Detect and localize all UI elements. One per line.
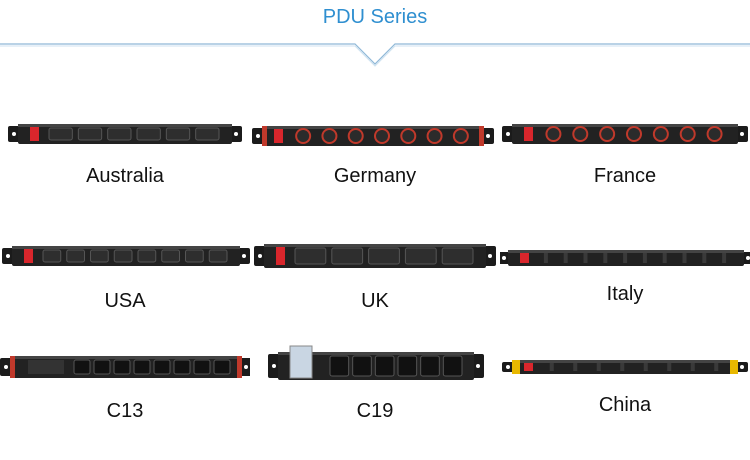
- outlet: [136, 127, 161, 141]
- outlet: [543, 253, 548, 263]
- outlet: [173, 359, 191, 375]
- outlet: [623, 253, 628, 263]
- pdu-label: Italy: [606, 283, 644, 305]
- outlet: [643, 363, 648, 371]
- outlet: [294, 247, 327, 265]
- power-switch: [276, 247, 285, 265]
- pdu-france-image: [502, 124, 748, 144]
- outlet: [374, 355, 395, 377]
- power-switch: [524, 127, 533, 141]
- pdu-card-france[interactable]: France: [500, 110, 750, 230]
- outlet: [563, 253, 568, 263]
- pdu-label: USA: [104, 290, 146, 312]
- outlet: [352, 355, 372, 377]
- page-title: PDU Series: [322, 6, 428, 28]
- pdu-c19-image: [268, 345, 484, 380]
- surge-indicator-panel: [28, 360, 64, 374]
- outlet: [77, 127, 103, 141]
- outlet: [690, 363, 695, 371]
- power-switch: [30, 127, 39, 141]
- pdu-c13-image: [0, 356, 250, 378]
- pdu-label: Germany: [333, 165, 417, 187]
- outlet: [133, 359, 151, 375]
- pdu-label: C13: [106, 400, 144, 422]
- outlet: [441, 247, 474, 265]
- outlet: [66, 249, 85, 263]
- header-divider: [0, 43, 750, 67]
- outlet: [573, 363, 578, 371]
- outlet: [195, 127, 220, 141]
- pdu-card-c13[interactable]: C13: [0, 340, 250, 460]
- outlet: [73, 359, 91, 375]
- outlet: [153, 359, 171, 375]
- outlet: [583, 253, 588, 263]
- pdu-australia-image: [8, 124, 242, 144]
- outlet: [90, 249, 109, 263]
- outlet: [42, 249, 62, 263]
- outlet: [113, 249, 133, 263]
- outlet: [603, 253, 608, 263]
- outlet: [137, 249, 157, 263]
- outlet: [113, 359, 131, 375]
- outlet: [549, 363, 554, 371]
- outlet: [662, 253, 667, 263]
- outlet: [208, 249, 228, 263]
- pdu-card-australia[interactable]: Australia: [0, 110, 250, 230]
- outlet: [596, 363, 601, 371]
- pdu-label: UK: [361, 290, 389, 312]
- pdu-card-china[interactable]: China: [500, 340, 750, 460]
- outlet: [722, 253, 727, 263]
- pdu-germany-image: [252, 126, 494, 146]
- power-switch: [24, 249, 33, 263]
- outlet: [165, 127, 191, 141]
- outlet: [620, 363, 625, 371]
- outlet: [702, 253, 707, 263]
- pdu-label: France: [593, 165, 657, 187]
- power-switch: [524, 363, 533, 371]
- pdu-italy-image: [500, 250, 750, 266]
- pdu-label: Australia: [86, 165, 164, 187]
- pdu-usa-image: [2, 246, 250, 266]
- outlet: [404, 247, 437, 265]
- outlet: [213, 359, 231, 375]
- outlet: [48, 127, 73, 141]
- outlet: [331, 247, 364, 265]
- outlet: [682, 253, 687, 263]
- power-switch: [520, 253, 529, 263]
- pdu-china-image: [502, 360, 748, 374]
- pdu-card-uk[interactable]: UK: [250, 232, 500, 352]
- outlet: [368, 247, 400, 265]
- power-switch: [274, 129, 283, 143]
- outlet: [93, 359, 111, 375]
- pdu-card-usa[interactable]: USA: [0, 232, 250, 352]
- outlet: [107, 127, 132, 141]
- circuit-breaker: [289, 345, 313, 379]
- pdu-body: [512, 360, 738, 374]
- pdu-label: China: [598, 394, 652, 416]
- outlet: [714, 363, 719, 371]
- outlet: [185, 249, 204, 263]
- pdu-uk-image: [254, 244, 496, 268]
- outlet: [667, 363, 672, 371]
- pdu-card-c19[interactable]: C19: [250, 340, 500, 460]
- outlet: [193, 359, 211, 375]
- page-header: PDU Series: [0, 0, 750, 70]
- outlet: [397, 355, 418, 377]
- pdu-card-italy[interactable]: Italy: [500, 232, 750, 352]
- outlet: [442, 355, 463, 377]
- pdu-card-germany[interactable]: Germany: [250, 110, 500, 230]
- pdu-label: C19: [356, 400, 394, 422]
- outlet: [329, 355, 350, 377]
- outlet: [161, 249, 180, 263]
- outlet: [642, 253, 647, 263]
- outlet: [420, 355, 440, 377]
